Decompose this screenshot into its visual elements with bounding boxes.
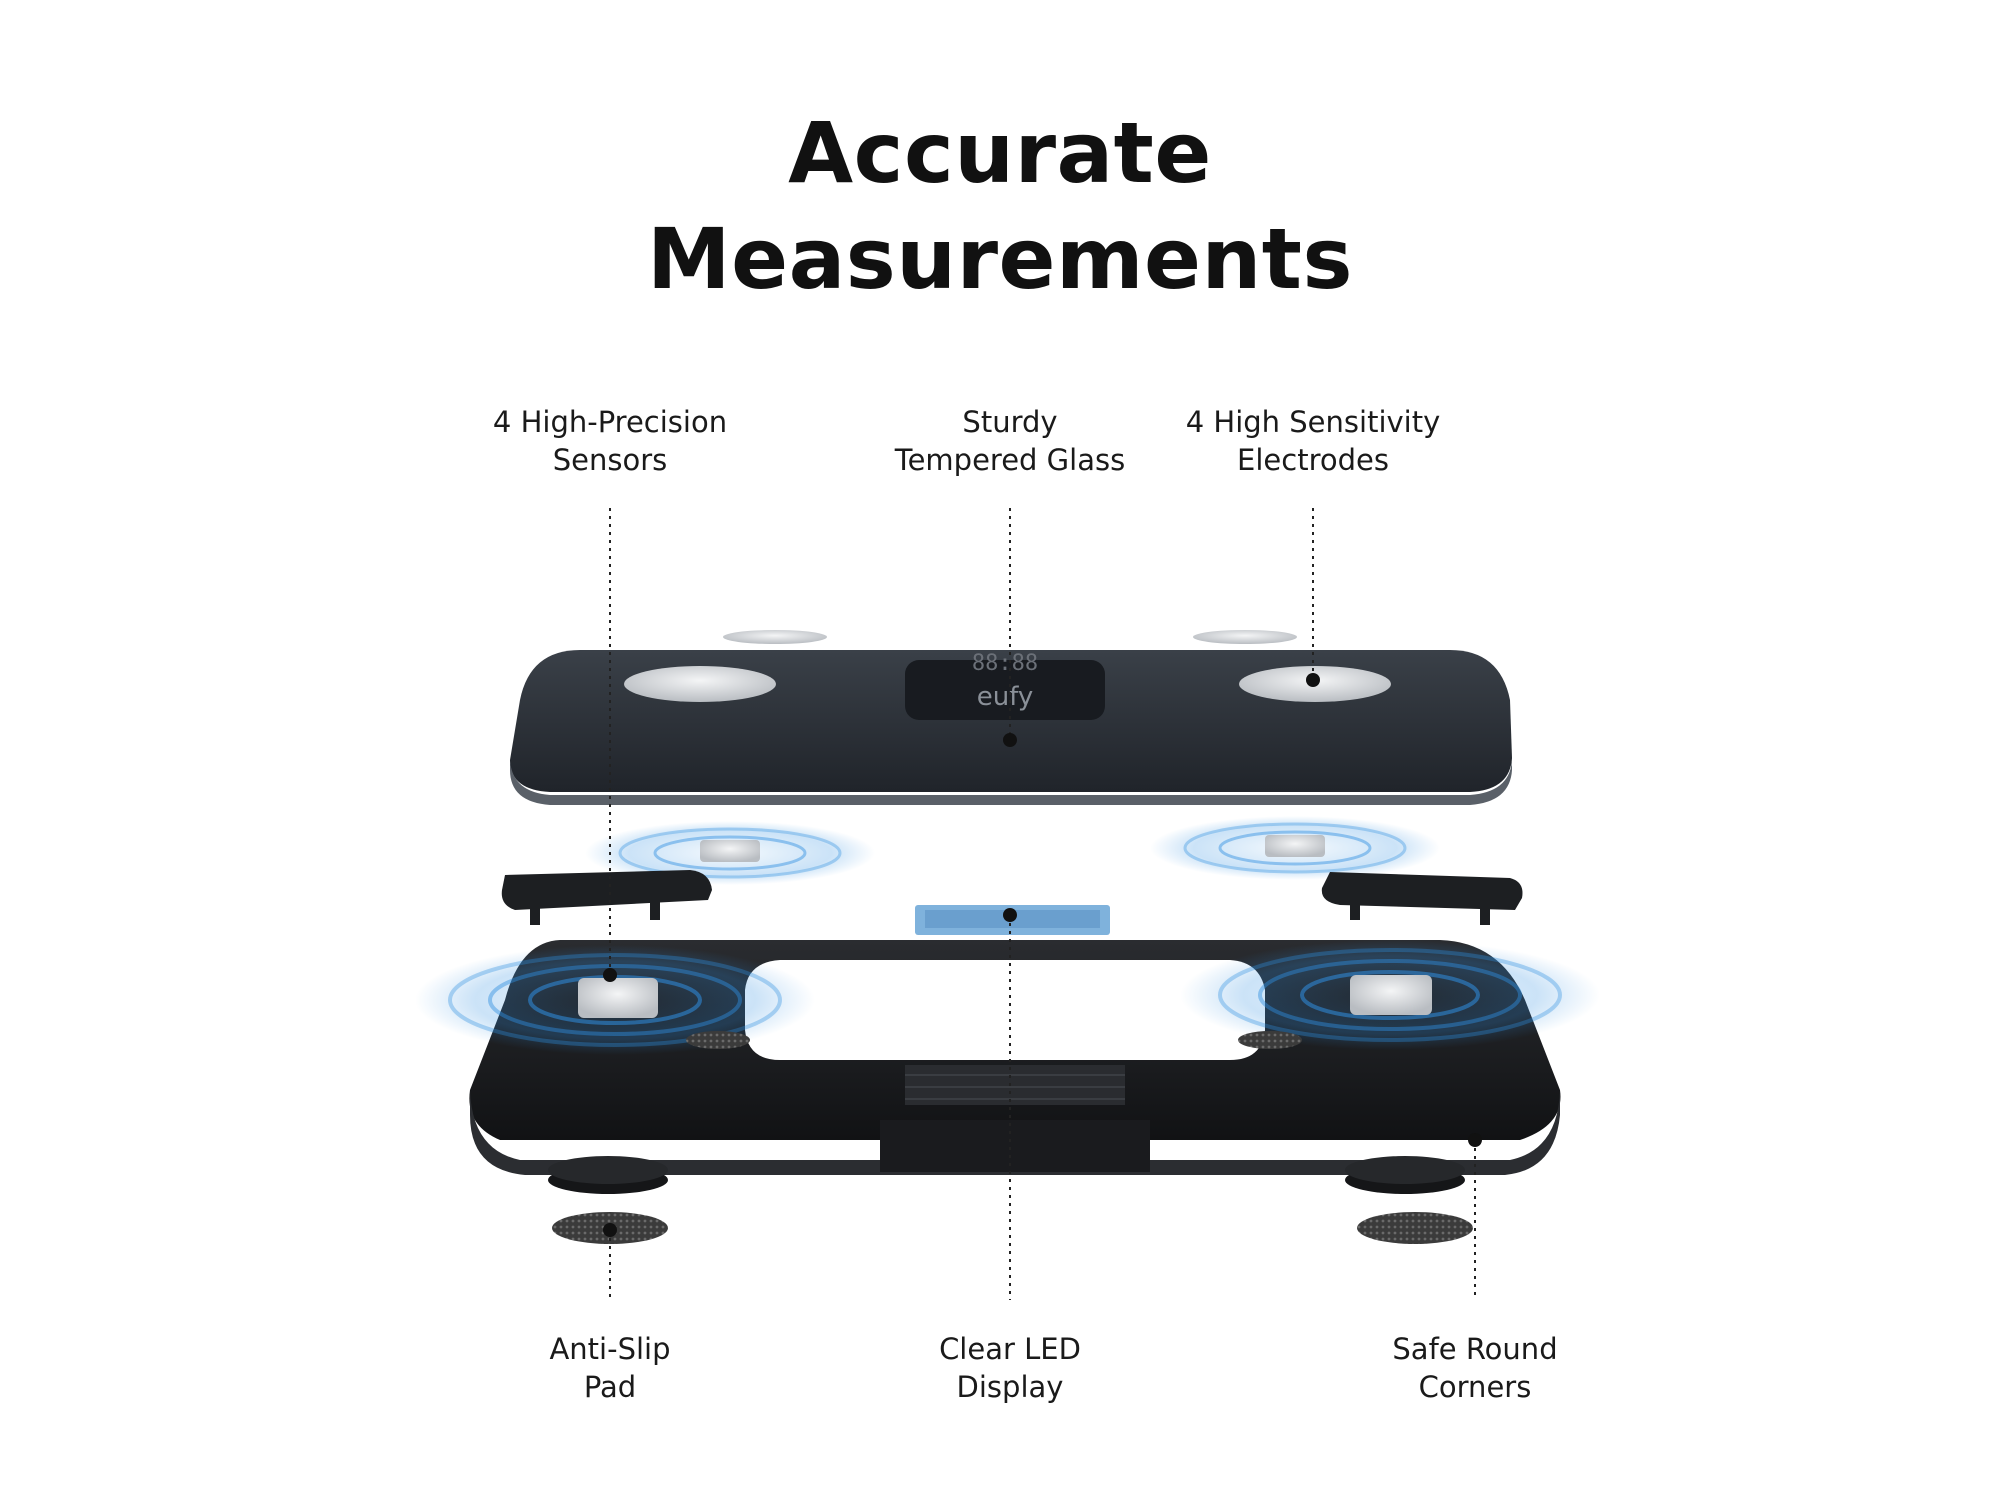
electrode-floating-left	[723, 630, 827, 644]
callout-round-corners: Safe Round Corners	[1392, 1332, 1558, 1404]
callout-dots	[603, 673, 1482, 1237]
sensor-pulse-back-left	[585, 821, 875, 885]
page-title-line-1: Accurate	[788, 104, 1212, 202]
electrode-floating-right	[1193, 630, 1297, 644]
page-title-line-2: Measurements	[647, 210, 1353, 308]
callout-led-display: Clear LED Display	[939, 1332, 1081, 1404]
inner-pad-left	[686, 1031, 750, 1049]
callout-lines	[609, 508, 1476, 1300]
sensor-pulse-front-right	[1180, 940, 1600, 1050]
tempered-glass-top: 88:88 eufy	[510, 650, 1512, 805]
sensor-housing-right	[1321, 872, 1523, 925]
foot-left	[548, 1156, 668, 1194]
page-title: Accurate Measurements	[0, 100, 2000, 312]
callout-tempered-glass: Sturdy Tempered Glass	[894, 405, 1126, 477]
sensor-pulse-back-right	[1150, 816, 1440, 880]
anti-slip-pad-right	[1357, 1212, 1473, 1244]
display-digits: 88:88	[972, 651, 1038, 676]
sensor-housing-left	[501, 870, 712, 925]
inner-pad-right	[1238, 1031, 1302, 1049]
foot-right	[1345, 1156, 1465, 1194]
callout-electrodes: 4 High Sensitivity Electrodes	[1185, 405, 1441, 477]
brand-logo: eufy	[977, 682, 1034, 712]
sensor-pulse-front-left	[415, 945, 815, 1055]
callout-high-precision-sensors: 4 High-Precision Sensors	[492, 405, 728, 477]
callout-anti-slip-pad: Anti-Slip Pad	[549, 1332, 671, 1404]
electrode-glass-left	[624, 666, 776, 702]
